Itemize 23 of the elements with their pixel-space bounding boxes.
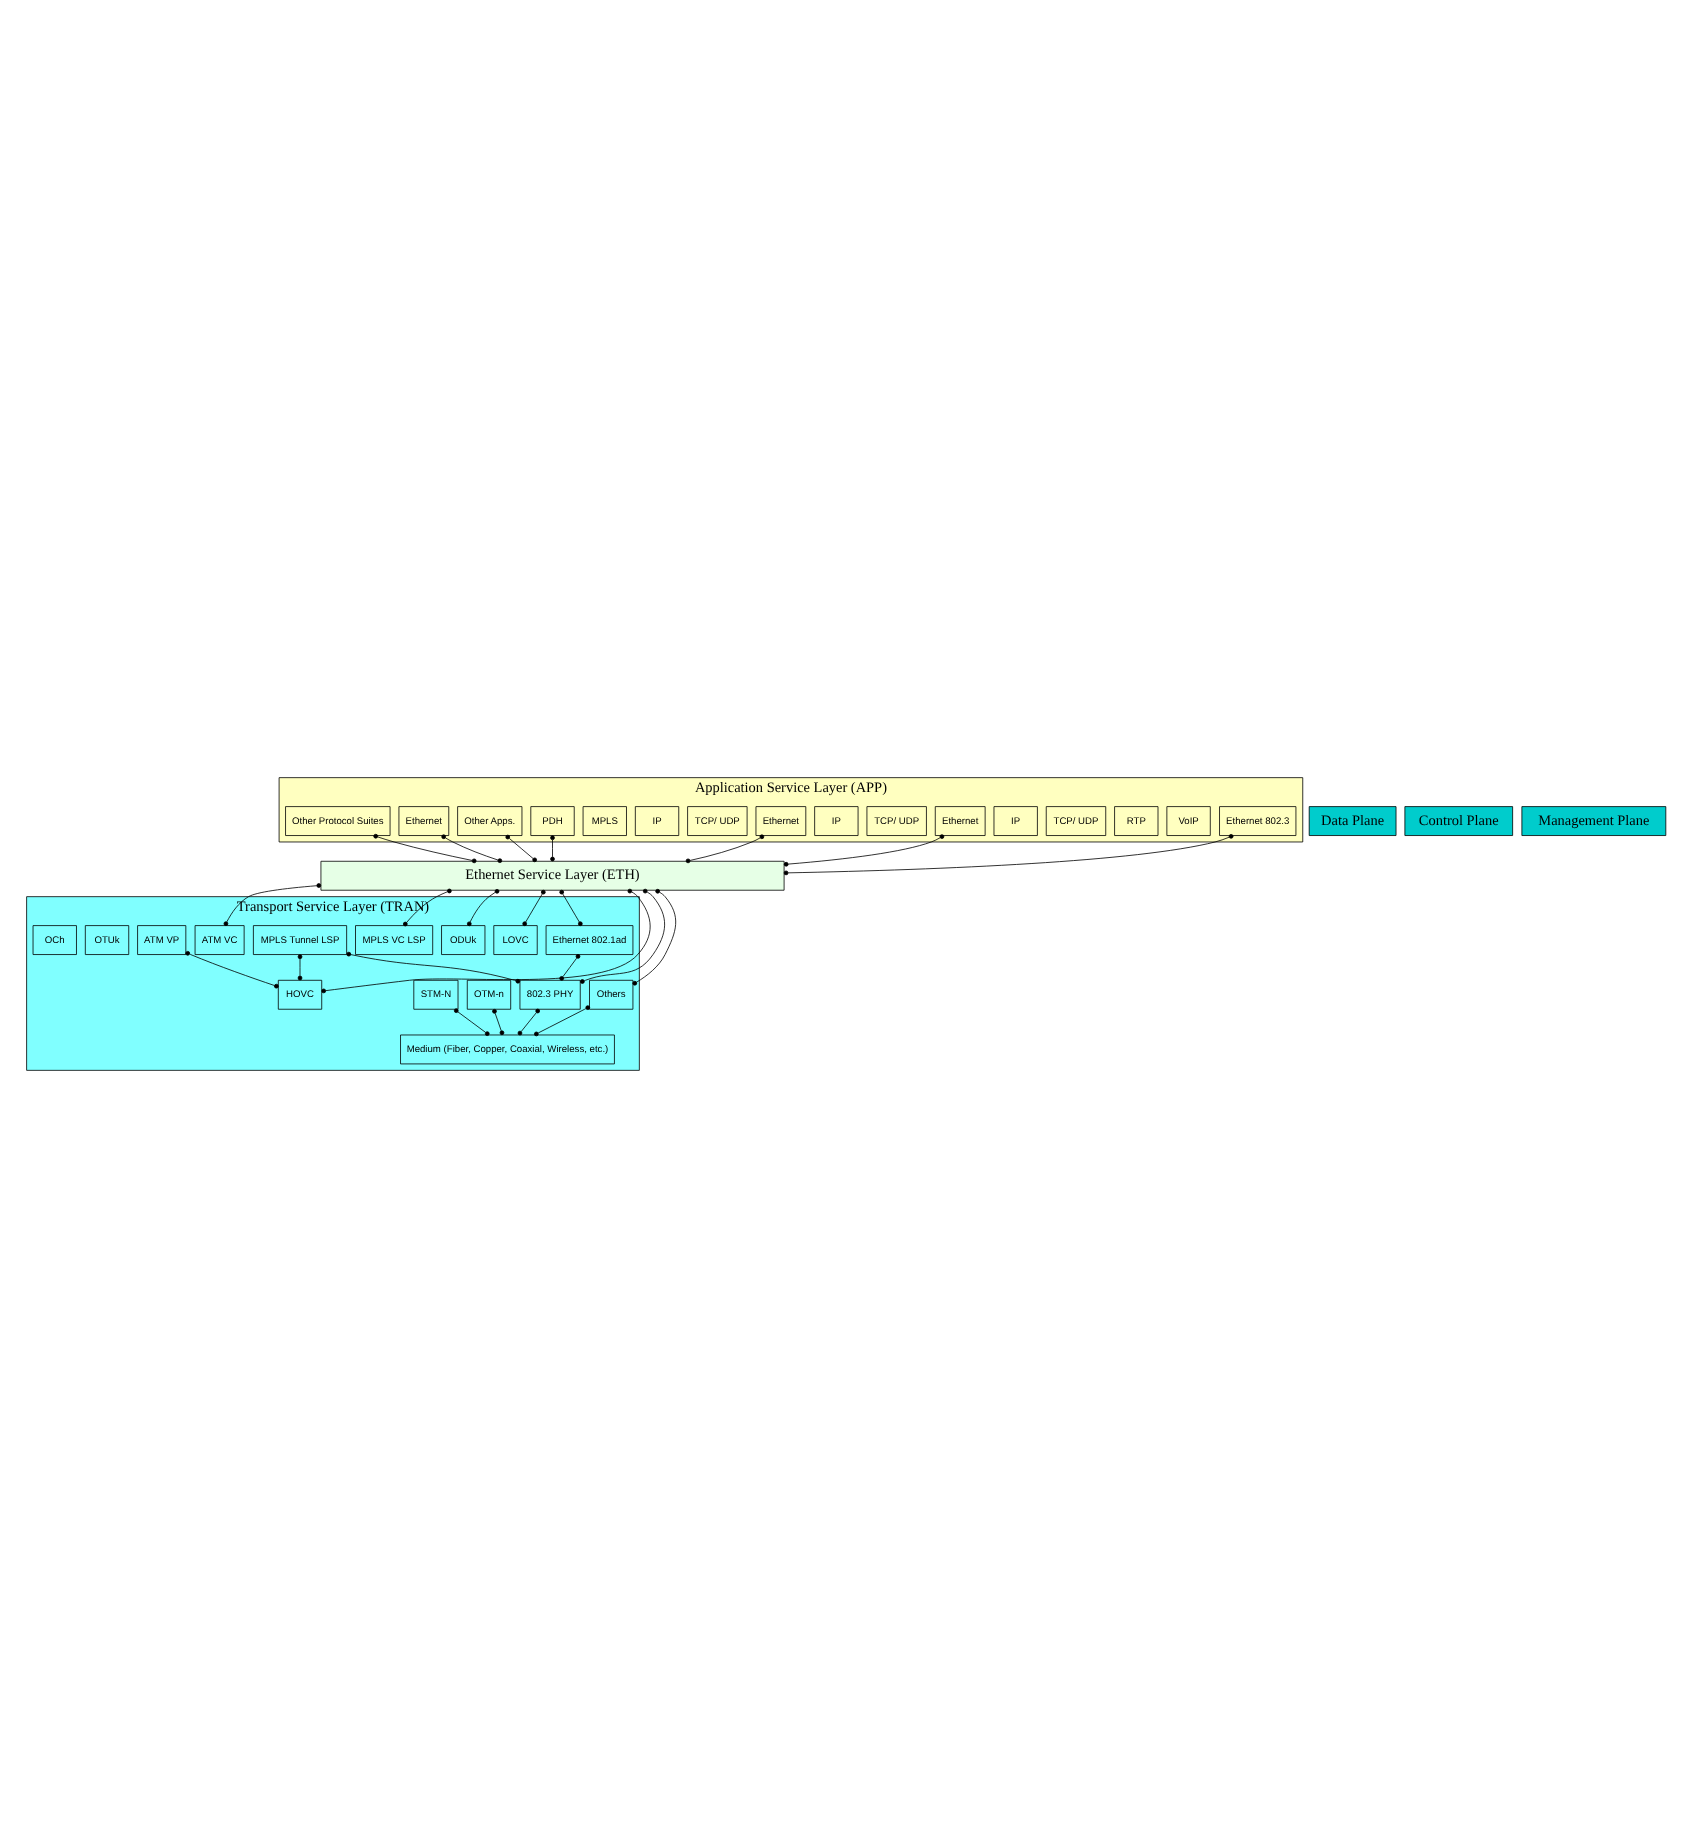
connector: [321, 887, 651, 993]
connector: [403, 887, 452, 926]
connector: [632, 887, 677, 985]
connector: [492, 1008, 505, 1035]
connector: [550, 834, 555, 861]
connector: [534, 1004, 591, 1036]
connector: [559, 953, 581, 980]
connector: [783, 833, 945, 866]
connector: [466, 888, 500, 926]
connector: [580, 887, 665, 983]
connector: [559, 888, 583, 926]
connector: [783, 833, 1234, 875]
connector: [453, 1007, 490, 1035]
connector: [297, 953, 303, 980]
connector: [505, 833, 537, 862]
connector: [373, 832, 477, 863]
connector: [441, 833, 503, 862]
connector: [346, 950, 521, 983]
connector: [517, 1007, 540, 1035]
connector: [685, 833, 765, 863]
connector: [522, 888, 546, 926]
connector: [223, 882, 322, 925]
connector: [185, 950, 279, 988]
